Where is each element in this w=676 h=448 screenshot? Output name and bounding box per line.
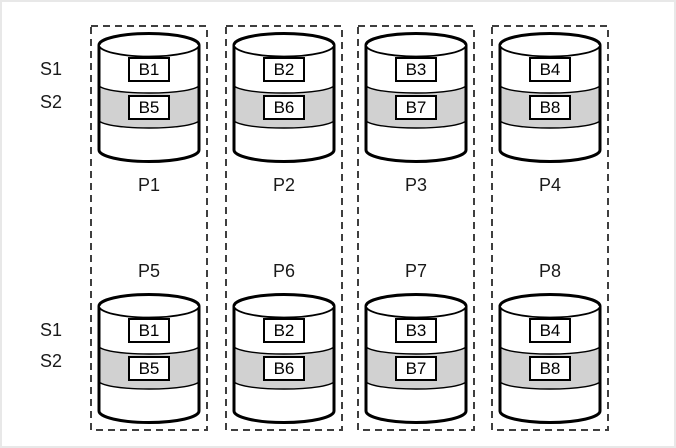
disk-label-top: P1 (137, 175, 161, 195)
block-top-s1: B2 (263, 57, 305, 82)
dashed-rect (491, 25, 609, 431)
block-bottom-s1: B3 (395, 318, 437, 343)
mirror-group-4: B4 B8 P4 P8 B4 B8 (491, 25, 609, 431)
block-bottom-s1: B1 (128, 318, 170, 343)
disk-label-bottom: P5 (137, 261, 161, 281)
block-top-s2: B7 (395, 95, 437, 120)
disk-label-top: P2 (272, 175, 296, 195)
block-top-s1: B4 (529, 57, 571, 82)
block-bottom-s2: B8 (529, 356, 571, 381)
dashed-rect (90, 25, 208, 431)
block-bottom-s2: B6 (263, 356, 305, 381)
mirror-group-2: B2 B6 P2 P6 B2 B6 (225, 25, 343, 431)
block-bottom-s1: B4 (529, 318, 571, 343)
block-top-s2: B6 (263, 95, 305, 120)
mirror-group-3: B3 B7 P3 P7 B3 B7 (357, 25, 475, 431)
stripe-label-s2-bottom: S2 (39, 351, 63, 371)
stripe-label-s2-top: S2 (39, 92, 63, 112)
mirror-group-1: B1 B5 P1 P5 B1 B5 (90, 25, 208, 431)
block-bottom-s2: B7 (395, 356, 437, 381)
disk-label-bottom: P8 (538, 261, 562, 281)
disk-label-top: P4 (538, 175, 562, 195)
disk-label-bottom: P6 (272, 261, 296, 281)
block-top-s2: B5 (128, 95, 170, 120)
stripe-label-s1-bottom: S1 (39, 320, 63, 340)
block-top-s1: B1 (128, 57, 170, 82)
disk-label-top: P3 (404, 175, 428, 195)
block-bottom-s2: B5 (128, 356, 170, 381)
mirror-group-dashed-box (90, 25, 208, 431)
block-bottom-s1: B2 (263, 318, 305, 343)
mirror-group-dashed-box (357, 25, 475, 431)
dashed-rect (357, 25, 475, 431)
dashed-rect (225, 25, 343, 431)
mirror-group-dashed-box (491, 25, 609, 431)
stripe-label-s1-top: S1 (39, 59, 63, 79)
mirror-group-dashed-box (225, 25, 343, 431)
block-top-s1: B3 (395, 57, 437, 82)
disk-label-bottom: P7 (404, 261, 428, 281)
block-top-s2: B8 (529, 95, 571, 120)
disk-cylinder-p7 (364, 293, 468, 424)
